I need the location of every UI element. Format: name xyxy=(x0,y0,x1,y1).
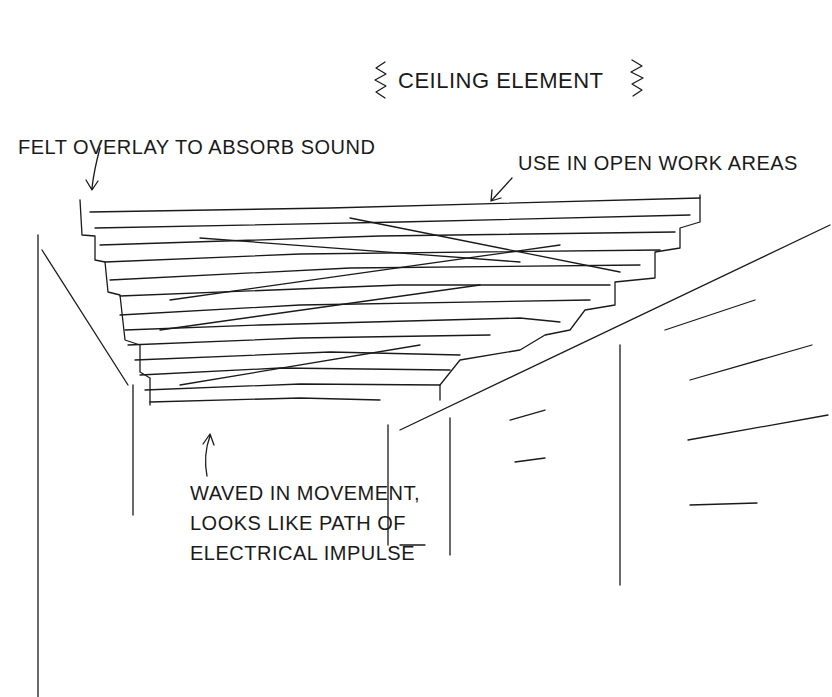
callout-note: WAVED IN MOVEMENT, LOOKS LIKE PATH OF EL… xyxy=(190,478,450,568)
callout-note: FELT OVERLAY TO ABSORB SOUND xyxy=(18,132,438,162)
callout-note: USE IN OPEN WORK AREAS xyxy=(518,148,828,178)
title-label: CEILING ELEMENT xyxy=(398,66,628,96)
